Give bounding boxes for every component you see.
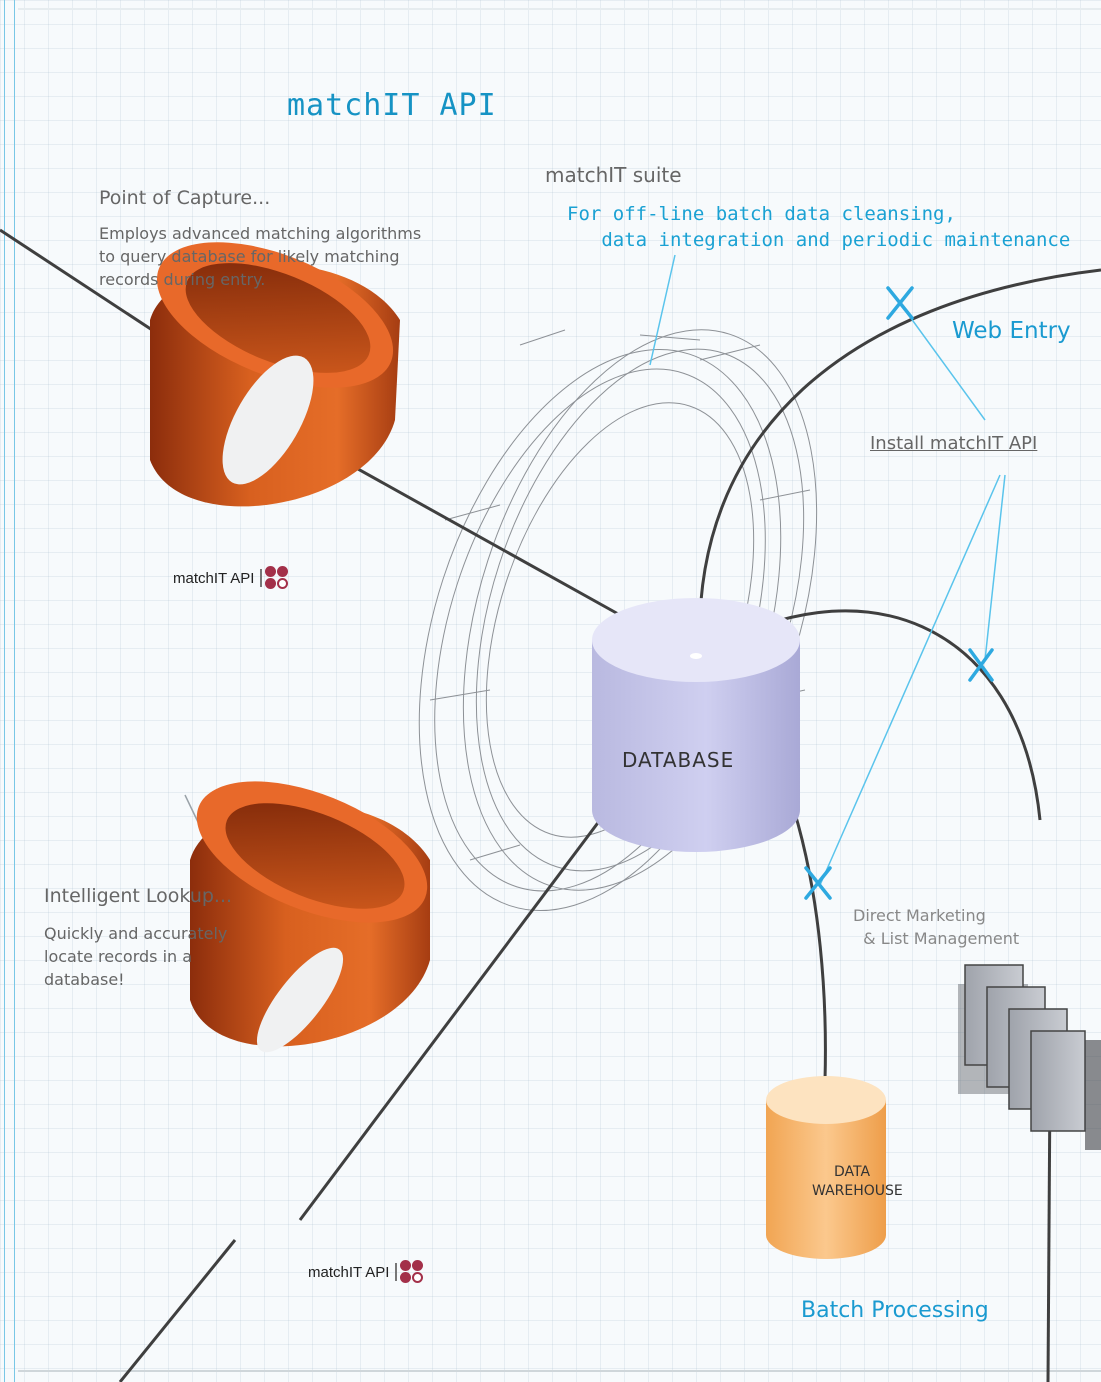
install-marker-icon [804,286,994,900]
intelligent-lookup-heading: Intelligent Lookup... [44,885,233,907]
database-label: DATABASE [622,748,735,772]
intelligent-lookup-description: Quickly and accurately locate records in… [44,922,227,991]
lookup-line: Quickly and accurately [44,924,228,943]
api-badge-upper: matchIT API [173,566,289,590]
database-icon [592,598,800,852]
top-frame-line [18,8,1101,10]
install-api-link[interactable]: Install matchIT API [870,433,1038,454]
suite-label: matchIT suite [545,163,682,187]
capture-line: to query database for likely matching [99,247,400,266]
api-badge-text: matchIT API [308,1263,390,1281]
page-title: matchIT API [287,88,497,123]
left-frame-line-inner [14,0,15,1382]
left-frame-line [4,0,5,1382]
capture-line: records during entry. [99,270,266,289]
lookup-line: database! [44,970,125,989]
point-of-capture-heading: Point of Capture... [99,187,271,209]
api-badge-lower: matchIT API [308,1260,424,1284]
warehouse-icon [766,1076,886,1259]
badge-divider [395,1263,398,1281]
api-logo-icon [265,566,289,590]
lookup-line: locate records in a [44,947,193,966]
ring-icon [150,242,400,507]
data-warehouse-label: DATA WAREHOUSE [812,1164,903,1199]
badge-divider [260,569,263,587]
pointer-lines [649,254,1006,886]
direct-marketing-label: Direct Marketing & List Management [853,906,1020,948]
api-logo-icon [400,1260,424,1284]
ring-icon-lower [190,781,430,1053]
web-entry-label: Web Entry [952,318,1071,344]
bottom-frame-line [18,1370,1101,1372]
point-of-capture-description: Employs advanced matching algorithms to … [99,222,421,291]
api-badge-text: matchIT API [173,569,255,587]
capture-line: Employs advanced matching algorithms [99,224,422,243]
batch-processing-label: Batch Processing [801,1298,989,1323]
document-stack-icon [958,964,1101,1150]
suite-description: For off-line batch data cleansing, data … [567,203,1071,251]
